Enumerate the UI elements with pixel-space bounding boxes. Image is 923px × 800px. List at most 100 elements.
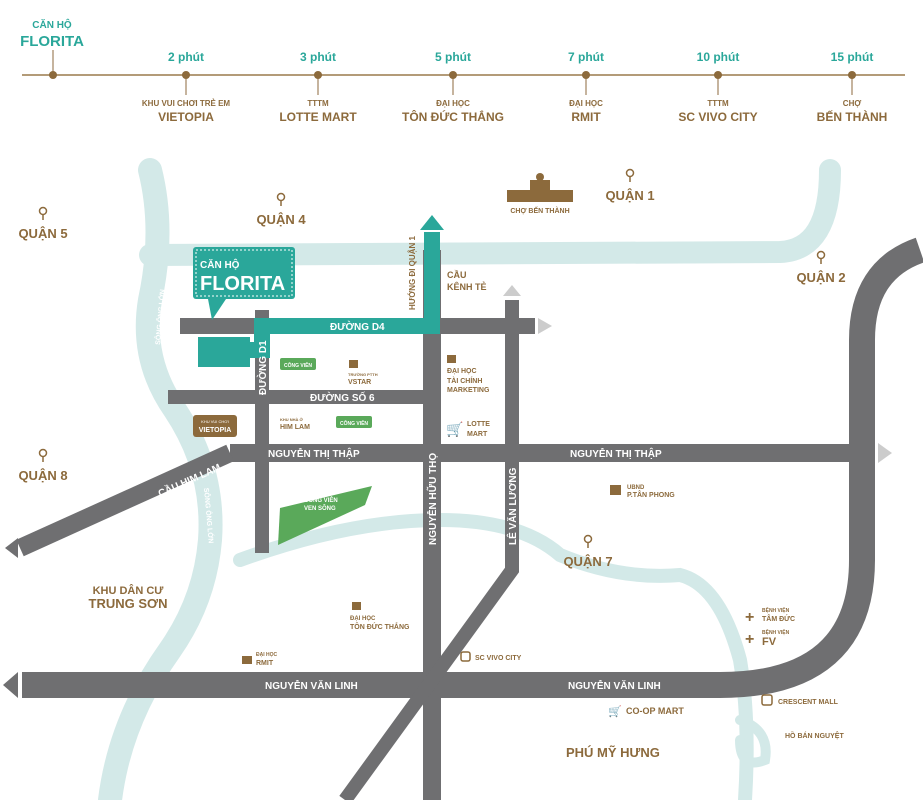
stop-time: 2 phút — [168, 50, 204, 64]
arrow-left-icon — [5, 538, 18, 558]
place-label: ĐẠI HỌC — [256, 652, 278, 658]
location-pin-icon — [276, 192, 286, 202]
arrow-right-icon — [878, 443, 892, 463]
place-label: KHU NHÀ Ở — [280, 417, 304, 422]
district-label: QUẬN 7 — [563, 554, 612, 569]
timeline-dot — [582, 71, 590, 79]
place-label: VIETOPIA — [199, 427, 232, 434]
stop-category: KHU VUI CHƠI TRẺ EM — [142, 99, 230, 108]
school-icon — [352, 602, 361, 610]
park-icon — [280, 358, 316, 370]
place-label: CO-OP MART — [626, 706, 684, 716]
location-pin-icon — [625, 168, 635, 178]
hospital-icon: + — [745, 631, 754, 648]
arrow-up-icon — [420, 215, 444, 230]
stop-category: TTTM — [707, 99, 729, 108]
road-label: LÊ VĂN LƯƠNG — [506, 467, 519, 545]
stop-category: ĐẠI HỌC — [569, 99, 603, 108]
park-icon — [336, 416, 372, 428]
origin-line2: FLORITA — [20, 33, 84, 50]
place-label: TRUNG SƠN — [89, 596, 168, 611]
stop-time: 3 phút — [300, 50, 336, 64]
road-label: NGUYỄN VĂN LINH — [568, 679, 661, 692]
cart-icon: 🛒 — [608, 705, 622, 718]
stop-time: 7 phút — [568, 50, 604, 64]
place-label: BỆNH VIỆN — [762, 628, 790, 636]
timeline-dot — [848, 71, 856, 79]
place-label: ĐẠI HỌC — [447, 368, 477, 375]
district-label: QUẬN 1 — [605, 188, 654, 203]
place-label: ĐẠI HỌC — [350, 616, 376, 622]
callout-line1: CĂN HỘ — [200, 258, 240, 271]
school-icon — [447, 355, 456, 363]
timeline-dot — [714, 71, 722, 79]
place-label: TÔN ĐỨC THẮNG — [350, 622, 410, 631]
stop-name: TÔN ĐỨC THẮNG — [402, 109, 504, 124]
place-label: CÔNG VIÊN — [304, 496, 338, 504]
district-label: QUẬN 2 — [796, 270, 845, 285]
road-label: NGUYỄN VĂN LINH — [265, 679, 358, 692]
district-label: QUẬN 8 — [18, 468, 67, 483]
stop-name: RMIT — [571, 110, 601, 124]
road-label: NGUYỄN THỊ THẬP — [268, 447, 360, 460]
stop-category: CHỢ — [843, 99, 862, 108]
stop-name: LOTTE MART — [279, 110, 357, 124]
place-label: CÔNG VIÊN — [284, 361, 312, 369]
place-label: CẦU — [447, 270, 467, 280]
government-icon — [610, 485, 621, 495]
arrow-right-icon — [538, 318, 552, 334]
place-label: UBND — [627, 485, 645, 491]
place-label: MARKETING — [447, 387, 490, 394]
stop-category: TTTM — [307, 99, 329, 108]
stop-time: 15 phút — [831, 50, 874, 64]
arrow-left-icon — [3, 672, 18, 698]
timeline-dot — [182, 71, 190, 79]
cart-icon: 🛒 — [446, 421, 463, 438]
location-pin-icon — [38, 448, 48, 458]
arrow-up-icon — [503, 285, 521, 296]
place-label: FV — [762, 636, 777, 648]
place-label: VEN SÔNG — [304, 504, 336, 512]
road-label: ĐƯỜNG D1 — [256, 340, 269, 395]
district-label: QUẬN 4 — [256, 212, 306, 227]
stop-name: VIETOPIA — [158, 110, 214, 124]
stop-time: 10 phút — [697, 50, 740, 64]
stop-time: 5 phút — [435, 50, 471, 64]
district-label: QUẬN 5 — [18, 226, 67, 241]
timeline-dot — [314, 71, 322, 79]
place-label: RMIT — [256, 660, 274, 667]
place-label: SC VIVO CITY — [475, 655, 522, 662]
location-pin-icon — [38, 206, 48, 216]
place-label: MART — [467, 431, 488, 438]
place-label: HIM LAM — [280, 424, 310, 431]
shopping-bag-icon — [460, 651, 471, 662]
stop-category: ĐẠI HỌC — [436, 99, 470, 108]
landmarks: CHỢ BẾN THÀNH CẦU KÊNH TẺ CÔNG VIÊN CÔNG… — [89, 173, 844, 760]
roads — [16, 237, 923, 800]
project-site — [198, 337, 250, 367]
place-label: PHÚ MỸ HƯNG — [566, 745, 660, 760]
place-label: KÊNH TẺ — [447, 281, 487, 292]
place-label: CRESCENT MALL — [778, 699, 839, 706]
place-label: HỒ BÁN NGUYỆT — [785, 730, 844, 740]
place-label: LOTTE — [467, 421, 490, 428]
school-icon — [242, 656, 252, 664]
place-label: TÂM ĐỨC — [762, 614, 795, 623]
place-label: TRƯỜNG PTTH — [348, 372, 378, 377]
shopping-bag-icon — [761, 694, 773, 706]
place-label: KHU DÂN CƯ — [93, 584, 165, 597]
place-label: CÔNG VIÊN — [340, 419, 368, 427]
location-pin-icon — [816, 250, 826, 260]
place-label: TÀI CHÍNH — [447, 376, 482, 385]
origin-line1: CĂN HỘ — [32, 18, 72, 31]
direction-label: HƯỚNG ĐI QUẬN 1 — [408, 236, 417, 310]
hospital-icon: + — [745, 609, 754, 626]
place-label: CHỢ BẾN THÀNH — [510, 205, 569, 215]
road-label: ĐƯỜNG SỐ 6 — [310, 390, 375, 404]
place-label: BỆNH VIỆN — [762, 606, 790, 614]
riverside-park — [278, 486, 372, 545]
place-label: KHU VUI CHƠI — [201, 419, 229, 424]
road-label: ĐƯỜNG D4 — [330, 320, 385, 333]
